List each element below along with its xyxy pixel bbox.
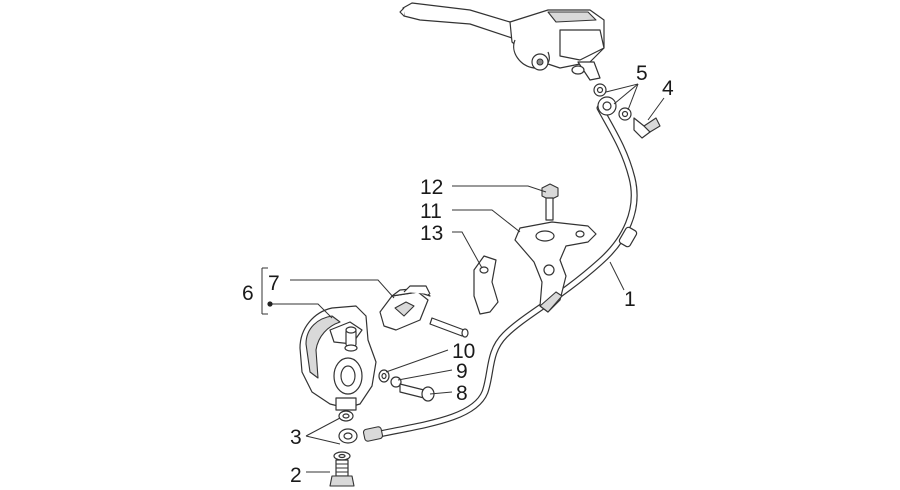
pad-pin <box>429 317 469 338</box>
callout-11: 11 <box>420 200 442 223</box>
callout-9: 9 <box>456 360 468 383</box>
callout-10: 10 <box>452 340 475 363</box>
brake-pads <box>379 285 431 331</box>
callout-2: 2 <box>290 464 302 487</box>
callout-13: 13 <box>420 222 443 245</box>
brake-caliper <box>299 305 377 411</box>
brake-hose <box>362 104 638 442</box>
callout-5: 5 <box>636 62 648 85</box>
callout-6: 6 <box>242 282 254 305</box>
hose-bracket <box>514 221 597 313</box>
caliper-mounting-hardware <box>378 369 435 402</box>
lower-banjo-assembly <box>329 410 358 487</box>
callout-labels: 1 2 3 4 5 6 7 8 9 10 11 12 13 <box>242 62 674 487</box>
callout-1: 1 <box>624 288 636 311</box>
callout-12: 12 <box>420 176 443 199</box>
caliper-marker-dot <box>267 301 273 307</box>
callout-4: 4 <box>662 77 674 100</box>
callout-8: 8 <box>456 382 468 405</box>
callout-7: 7 <box>268 272 280 295</box>
callout-3: 3 <box>290 426 302 449</box>
hose-clip <box>473 255 499 315</box>
master-cylinder <box>399 2 605 81</box>
leader-lines <box>261 83 665 473</box>
bracket-screw <box>541 183 559 221</box>
upper-banjo-assembly <box>593 83 661 139</box>
